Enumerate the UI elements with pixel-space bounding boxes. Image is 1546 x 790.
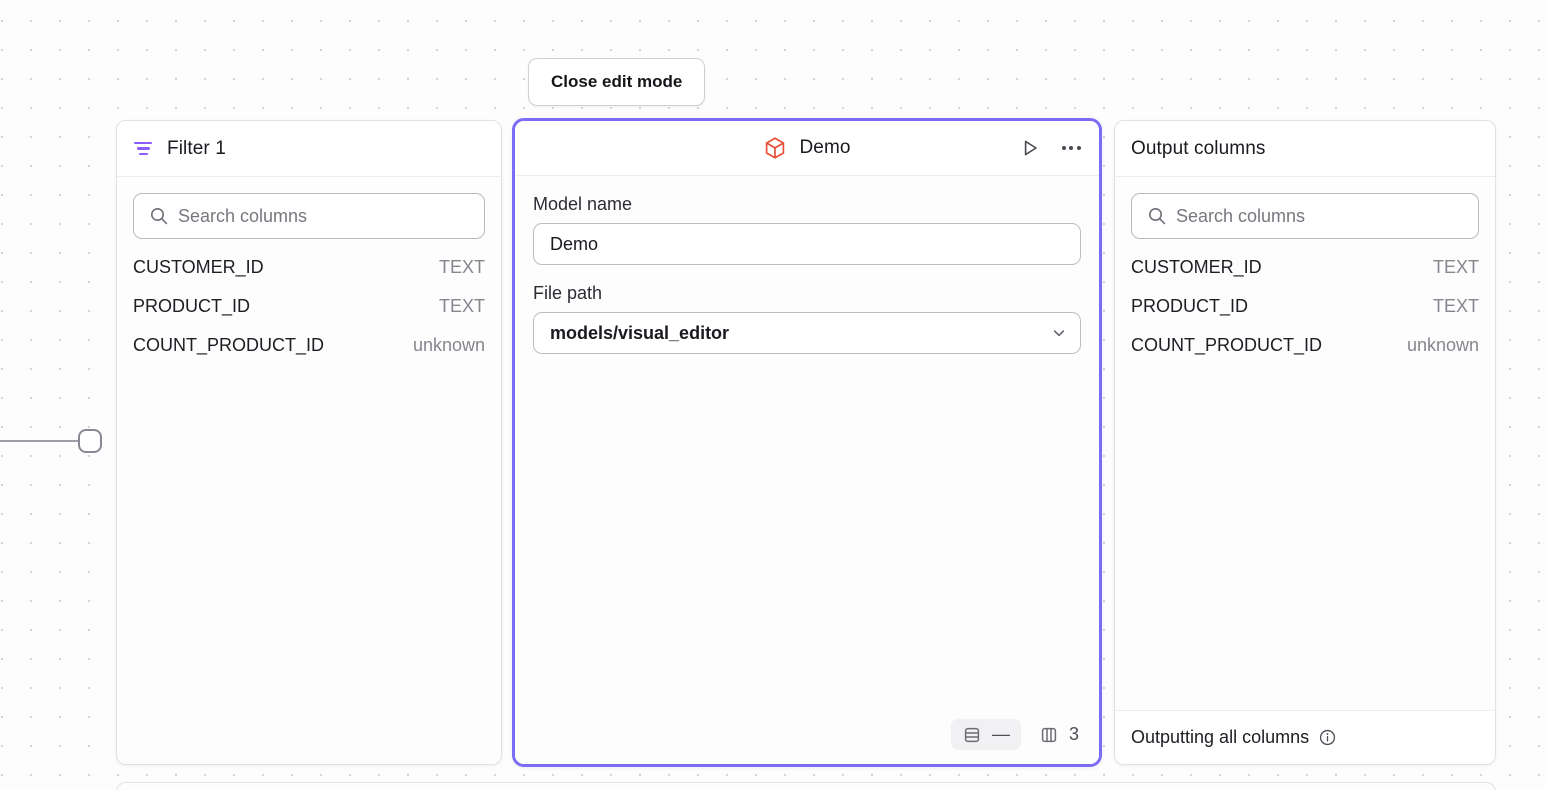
run-button[interactable] xyxy=(1016,134,1044,162)
model-node-title: Demo xyxy=(799,137,851,158)
rows-icon xyxy=(964,727,980,742)
output-column-list: CUSTOMER_ID TEXT PRODUCT_ID TEXT COUNT_P… xyxy=(1115,249,1495,374)
filter-search-box[interactable] xyxy=(133,193,485,239)
filter-node-title: Filter 1 xyxy=(167,137,226,159)
row-count-chip[interactable]: — xyxy=(950,719,1021,750)
filter-search-wrap xyxy=(117,177,501,249)
file-path-select[interactable]: models/visual_editor xyxy=(533,312,1081,354)
ellipsis-icon xyxy=(1061,146,1081,150)
more-options-button[interactable] xyxy=(1057,134,1085,162)
output-search-wrap xyxy=(1115,177,1495,249)
column-type: unknown xyxy=(412,335,485,355)
filter-column-row[interactable]: PRODUCT_ID TEXT xyxy=(133,296,485,335)
column-name: CUSTOMER_ID xyxy=(1131,257,1262,277)
output-node-header: Output columns xyxy=(1115,121,1495,177)
model-header-actions xyxy=(1016,134,1085,162)
node-output-columns[interactable]: Output columns CUSTOMER_ID TEXT PRO xyxy=(1114,120,1496,765)
node-filter-1[interactable]: Filter 1 CUSTOMER_ID TEXT PRODUCT_I xyxy=(116,120,502,765)
output-footer-label: Outputting all columns xyxy=(1131,727,1310,747)
row-count-value: — xyxy=(991,724,1010,744)
output-node-title: Output columns xyxy=(1131,137,1266,159)
output-footer: Outputting all columns xyxy=(1115,710,1495,764)
info-icon[interactable] xyxy=(1318,728,1337,747)
filter-icon xyxy=(133,139,153,159)
node-model-demo[interactable]: Demo Model name File path xyxy=(512,118,1102,767)
filter-column-list: CUSTOMER_ID TEXT PRODUCT_ID TEXT COUNT_P… xyxy=(117,249,501,374)
filter-node-header: Filter 1 xyxy=(117,121,501,177)
node-partial-below[interactable] xyxy=(116,782,1496,790)
column-name: PRODUCT_ID xyxy=(1131,296,1249,316)
file-path-label: File path xyxy=(533,283,603,303)
output-node-body: CUSTOMER_ID TEXT PRODUCT_ID TEXT COUNT_P… xyxy=(1115,177,1495,710)
column-count-value: 3 xyxy=(1068,724,1079,744)
column-count-group[interactable]: 3 xyxy=(1035,719,1083,750)
cube-icon xyxy=(766,137,785,159)
columns-icon xyxy=(1041,727,1057,742)
model-name-input[interactable] xyxy=(533,223,1081,265)
connector-port-handle[interactable] xyxy=(78,429,102,453)
column-type: TEXT xyxy=(1432,296,1479,316)
play-icon xyxy=(1024,140,1037,156)
column-name: COUNT_PRODUCT_ID xyxy=(133,335,325,355)
filter-search-input[interactable] xyxy=(178,194,484,238)
model-node-body: Model name File path models/visual_edito… xyxy=(515,176,1099,764)
file-path-value: models/visual_editor xyxy=(550,322,730,343)
model-title-group: Demo xyxy=(763,136,850,160)
column-name: PRODUCT_ID xyxy=(133,296,251,316)
output-column-row[interactable]: COUNT_PRODUCT_ID unknown xyxy=(1131,335,1479,374)
model-footer-meta: — 3 xyxy=(515,709,1099,764)
output-column-row[interactable]: PRODUCT_ID TEXT xyxy=(1131,296,1479,335)
filter-column-row[interactable]: COUNT_PRODUCT_ID unknown xyxy=(133,335,485,374)
connector-edge xyxy=(0,440,80,442)
filter-column-row[interactable]: CUSTOMER_ID TEXT xyxy=(133,257,485,296)
close-edit-mode-button[interactable]: Close edit mode xyxy=(528,58,706,106)
column-type: unknown xyxy=(1406,335,1479,355)
search-icon xyxy=(1149,208,1166,225)
model-name-label: Model name xyxy=(533,194,633,214)
column-name: CUSTOMER_ID xyxy=(133,257,264,277)
filter-node-body: CUSTOMER_ID TEXT PRODUCT_ID TEXT COUNT_P… xyxy=(117,177,501,764)
chevron-down-icon xyxy=(1053,330,1065,337)
column-type: TEXT xyxy=(438,257,485,277)
search-icon xyxy=(151,208,168,225)
output-search-box[interactable] xyxy=(1131,193,1479,239)
column-name: COUNT_PRODUCT_ID xyxy=(1131,335,1323,355)
column-type: TEXT xyxy=(438,296,485,316)
output-column-row[interactable]: CUSTOMER_ID TEXT xyxy=(1131,257,1479,296)
model-form: Model name File path models/visual_edito… xyxy=(515,176,1099,709)
column-type: TEXT xyxy=(1432,257,1479,277)
output-search-input[interactable] xyxy=(1176,194,1478,238)
model-node-header: Demo xyxy=(515,121,1099,176)
